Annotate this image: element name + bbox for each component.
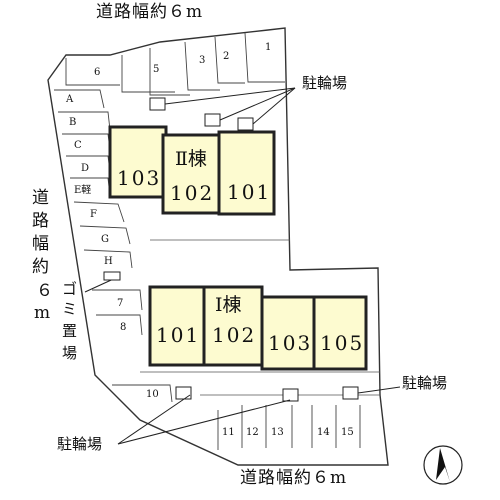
road-top-label: 道路幅約６m bbox=[96, 2, 204, 22]
parking-left-B: B bbox=[69, 117, 77, 128]
parking-top-3: 3 bbox=[199, 55, 206, 66]
garbage-label-1: ゴ bbox=[62, 280, 78, 298]
garbage-label-3: 置 bbox=[62, 322, 78, 340]
garbage-label-2: ミ bbox=[62, 300, 78, 318]
building-2-unit-102: 102 bbox=[170, 181, 215, 205]
road-left-label-5: ６ bbox=[36, 281, 53, 301]
parking-left-E: E軽 bbox=[74, 185, 92, 196]
parking-top-1: 1 bbox=[265, 42, 272, 53]
bicycle-parking-label-right: 駐輪場 bbox=[402, 374, 448, 392]
lot-boundary bbox=[47, 27, 389, 466]
north-arrow-icon bbox=[423, 445, 463, 485]
building-1-unit-103: 103 bbox=[268, 331, 313, 355]
leader-lines bbox=[84, 87, 401, 445]
road-bottom-label: 道路幅約６m bbox=[240, 468, 348, 488]
parking-left-F: F bbox=[90, 209, 97, 220]
parking-top-5: 5 bbox=[153, 64, 160, 75]
building-1-unit-102: 102 bbox=[212, 323, 257, 347]
building-2-unit-101: 101 bbox=[227, 180, 272, 204]
road-left-label-6: m bbox=[34, 303, 51, 323]
parking-top-stalls bbox=[65, 32, 285, 96]
road-left-label-4: 約 bbox=[32, 257, 49, 277]
parking-bottom-11: 11 bbox=[222, 427, 235, 438]
building-2-unit-103: 103 bbox=[117, 166, 162, 190]
bicycle-parking-label-bottom: 駐輪場 bbox=[57, 435, 103, 453]
parking-bottom-14: 14 bbox=[317, 427, 330, 438]
garbage-box bbox=[103, 271, 121, 281]
bicycle-parking-label-top: 駐輪場 bbox=[302, 74, 348, 92]
parking-left-H: H bbox=[104, 256, 113, 267]
building-1-name: Ⅰ棟 bbox=[215, 294, 242, 316]
parking-left-D: D bbox=[81, 163, 90, 174]
parking-left-7: 7 bbox=[117, 298, 124, 309]
parking-left-G: G bbox=[101, 234, 109, 245]
road-left-label-1: 道 bbox=[32, 188, 49, 208]
road-left-label-2: 路 bbox=[32, 211, 49, 231]
building-1-unit-101: 101 bbox=[156, 323, 201, 347]
parking-bottom-15: 15 bbox=[341, 427, 354, 438]
building-1-unit-105: 105 bbox=[320, 331, 365, 355]
garbage-label-4: 場 bbox=[62, 344, 78, 362]
building-2-name: Ⅱ棟 bbox=[175, 148, 207, 170]
parking-top-6: 6 bbox=[94, 67, 101, 78]
parking-bottom-12: 12 bbox=[246, 427, 259, 438]
parking-bottom-13: 13 bbox=[271, 427, 284, 438]
road-left-label-3: 幅 bbox=[32, 234, 49, 254]
parking-left-8: 8 bbox=[120, 322, 127, 333]
parking-left-C: C bbox=[74, 140, 82, 151]
parking-top-2: 2 bbox=[223, 51, 230, 62]
parking-left-A: A bbox=[66, 94, 74, 105]
building-2 bbox=[108, 125, 276, 216]
building-1 bbox=[148, 285, 368, 371]
parking-left-10: 10 bbox=[146, 389, 159, 400]
